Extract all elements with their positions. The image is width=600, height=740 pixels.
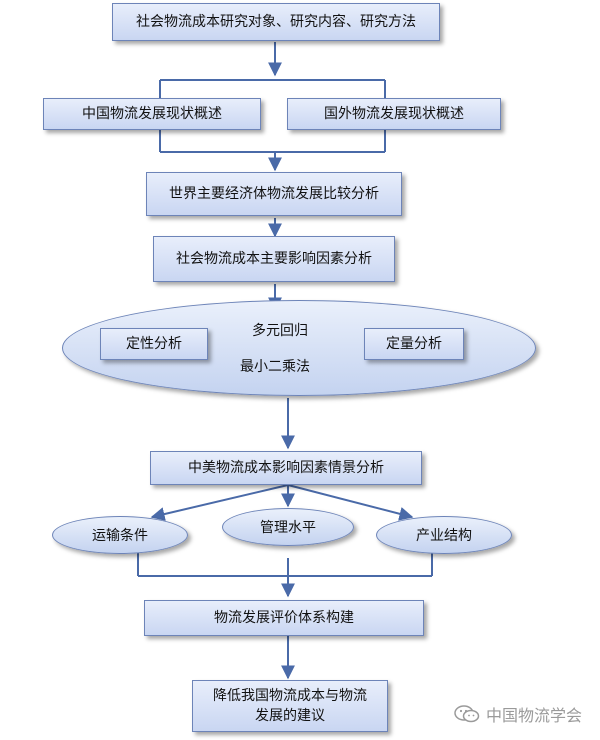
step-factors: 社会物流成本主要影响因素分析 [153, 236, 395, 282]
wechat-icon [454, 705, 480, 723]
step-foreign: 国外物流发展现状概述 [287, 98, 501, 130]
step-china: 中国物流发展现状概述 [43, 98, 261, 130]
step-evaluation: 物流发展评价体系构建 [144, 600, 424, 636]
watermark: 中国物流学会 [454, 702, 582, 726]
step-quantitative: 定量分析 [364, 328, 464, 360]
step-world: 世界主要经济体物流发展比较分析 [146, 172, 402, 216]
step-scenario: 中美物流成本影响因素情景分析 [150, 451, 422, 485]
step-qualitative: 定性分析 [100, 328, 208, 360]
step-suggestion: 降低我国物流成本与物流 发展的建议 [192, 680, 388, 732]
factor-industry: 产业结构 [376, 516, 512, 554]
watermark-text: 中国物流学会 [485, 706, 582, 725]
method-label-regression: 多元回归 [252, 323, 308, 339]
method-label-least-squares: 最小二乘法 [240, 359, 310, 375]
factor-management: 管理水平 [222, 508, 354, 546]
suggestion-line-1: 降低我国物流成本与物流 [213, 688, 367, 704]
suggestion-line-2: 发展的建议 [255, 708, 325, 724]
step-top: 社会物流成本研究对象、研究内容、研究方法 [112, 3, 440, 41]
factor-transport: 运输条件 [52, 516, 188, 554]
